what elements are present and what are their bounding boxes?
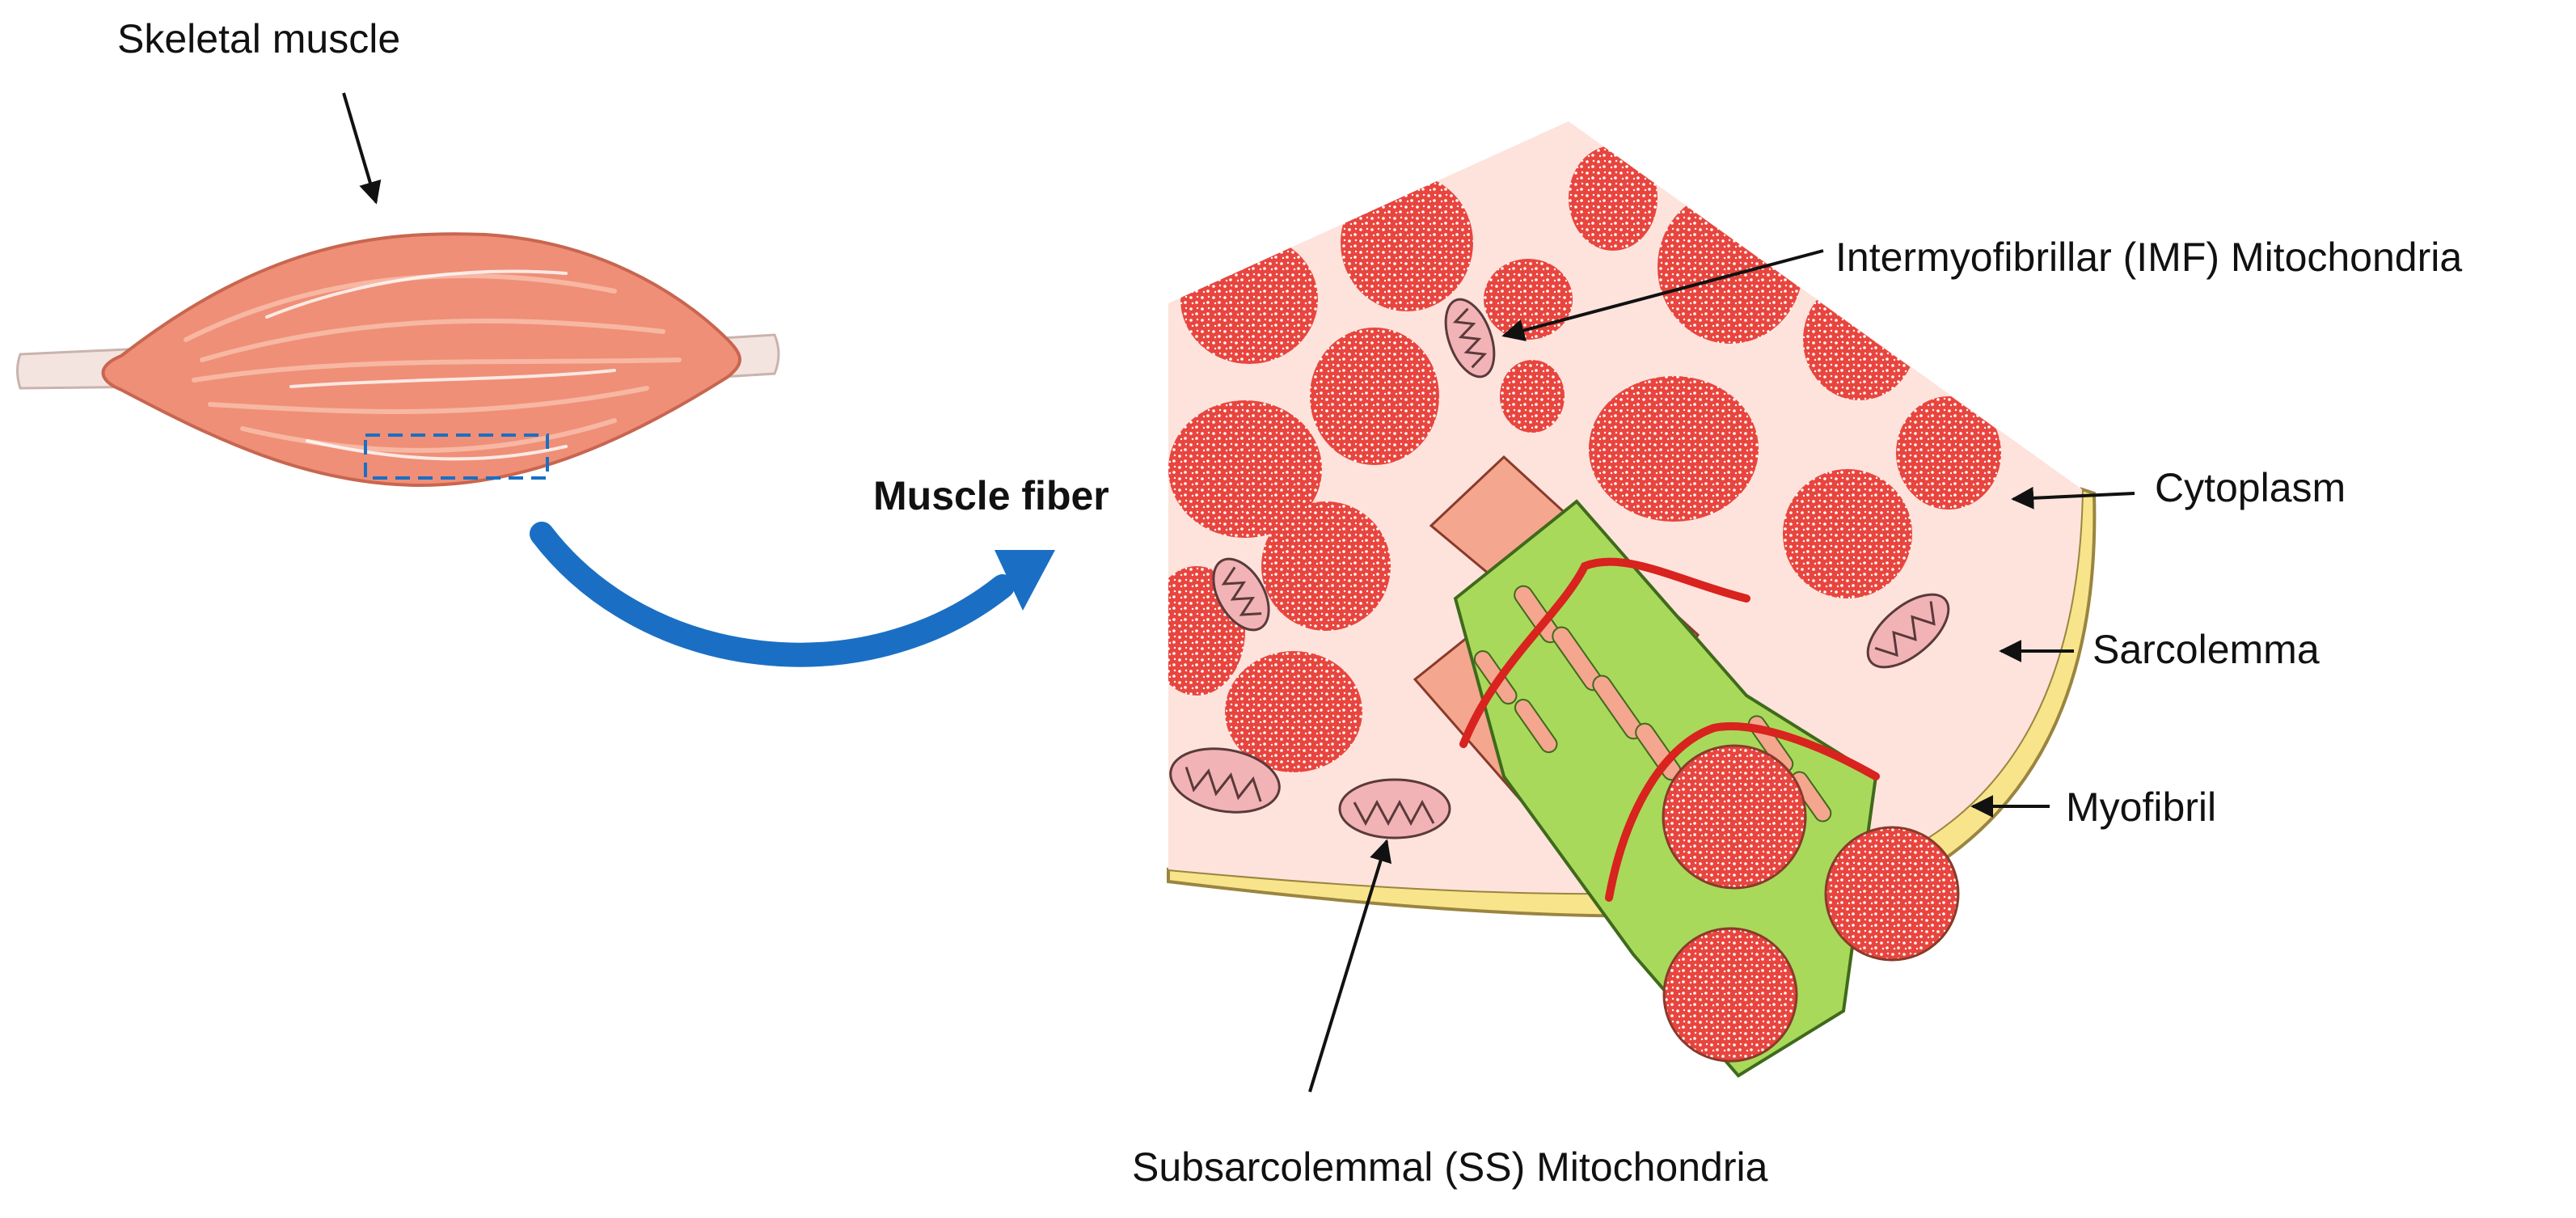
myofibril-end	[1662, 927, 1798, 1063]
myofibril-section	[1500, 360, 1565, 433]
muscle-highlights	[265, 269, 616, 461]
skeletal-muscle	[16, 232, 780, 488]
myofibril-end	[1824, 826, 1960, 962]
label-ss-mitochondria: Subsarcolemmal (SS) Mitochondria	[1132, 1144, 1768, 1190]
myofibril-section	[1589, 376, 1759, 522]
imf-mitochondrion	[1212, 557, 1270, 632]
muscle-fiber	[1167, 121, 2097, 1078]
label-muscle-fiber: Muscle fiber	[873, 473, 1109, 518]
myofibril-section	[1261, 501, 1391, 631]
myofibril-section	[1783, 469, 1912, 598]
leader-imf-mitochondria	[1501, 249, 1824, 342]
label-skeletal-muscle: Skeletal muscle	[117, 16, 400, 61]
myofibril-section	[1310, 328, 1439, 465]
label-cytoplasm: Cytoplasm	[2155, 465, 2346, 510]
myofibril-section	[1225, 651, 1362, 772]
ss-mitochondrion	[1169, 747, 1281, 814]
selection-box	[364, 433, 549, 480]
myofibril-section	[1168, 400, 1322, 538]
label-imf-mitochondria: Intermyofibrillar (IMF) Mitochondria	[1835, 235, 2462, 280]
myofibril-end	[1662, 744, 1807, 890]
muscle-striations	[184, 273, 682, 453]
imf-mitochondrion	[1866, 593, 1950, 669]
ss-mitochondrion	[1338, 778, 1451, 839]
label-myofibril: Myofibril	[2066, 785, 2216, 830]
myofibril-section	[1341, 174, 1473, 311]
myofibril-section	[1569, 146, 1658, 251]
myofibril-section	[1180, 235, 1318, 364]
blood-vessels	[1459, 557, 1880, 902]
myofibril-bundle	[1413, 455, 1960, 1078]
imf-mitochondrion	[1444, 298, 1496, 379]
leader-ss-mitochondria	[1308, 839, 1392, 1093]
label-sarcolemma: Sarcolemma	[2092, 627, 2320, 672]
myofibril-section	[1803, 279, 1916, 400]
reticulum-pattern	[1473, 585, 1832, 831]
leader-skeletal-muscle	[342, 92, 382, 205]
myofibril-section	[1658, 190, 1803, 344]
myofibril-section	[1896, 396, 2001, 510]
leader-cytoplasm	[2011, 486, 2135, 510]
zoom-arrow	[530, 522, 1055, 667]
muscle-belly	[101, 232, 741, 488]
myofibril-section	[1354, 166, 1427, 230]
mitochondria	[1169, 298, 1950, 839]
